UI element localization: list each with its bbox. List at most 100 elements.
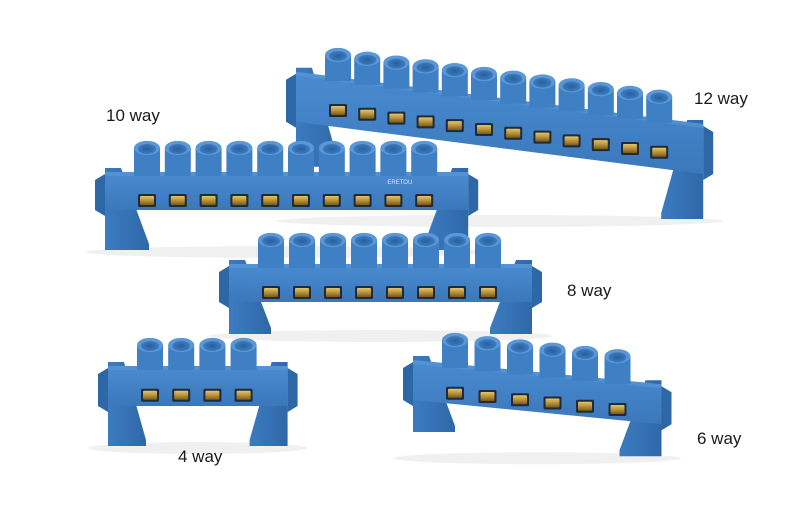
screw-hole: [203, 341, 222, 351]
side-rail: [286, 73, 296, 128]
screw-hole: [355, 236, 373, 246]
brass-terminal: [418, 117, 433, 127]
side-rail: [403, 362, 413, 406]
screw-hole: [415, 144, 434, 154]
brass-terminal: [324, 195, 339, 205]
insulator-body: [413, 360, 662, 425]
label-8-way: 8 way: [567, 281, 612, 300]
screw-hole: [353, 144, 372, 154]
screw-hole: [234, 341, 253, 351]
side-rail: [287, 368, 298, 412]
screw-hole: [293, 236, 311, 246]
brass-terminal: [295, 287, 309, 297]
screw-hole: [387, 58, 406, 69]
screw-hole: [261, 144, 280, 154]
screw-hole: [479, 236, 497, 246]
brass-terminal: [388, 287, 402, 297]
brass-terminal: [263, 195, 278, 205]
body-highlight: [108, 366, 288, 370]
shadow: [393, 452, 682, 465]
screw-hole: [168, 144, 187, 154]
brass-terminal: [170, 195, 185, 205]
screw-hole: [543, 345, 562, 356]
side-rail: [661, 386, 672, 431]
brass-terminal: [610, 405, 625, 415]
brass-terminal: [326, 287, 340, 297]
brass-terminal: [236, 390, 251, 400]
side-rail: [219, 266, 229, 308]
busbar-4-way: [88, 337, 308, 454]
screw-hole: [329, 51, 347, 61]
label-4-way: 4 way: [178, 447, 223, 466]
brass-terminal: [417, 195, 432, 205]
screw-hole: [533, 77, 552, 88]
brand-mark: ERETOU: [387, 180, 412, 186]
busbar-10-way: ERETOU: [85, 140, 489, 258]
brass-terminal: [360, 109, 375, 119]
label-10-way: 10 way: [106, 106, 160, 125]
brass-terminal: [143, 390, 157, 400]
brass-terminal: [447, 121, 462, 131]
brass-terminal: [140, 195, 154, 205]
screw-hole: [511, 342, 529, 353]
side-rail: [95, 174, 105, 216]
side-rail: [98, 368, 108, 412]
brass-terminal: [545, 398, 560, 408]
screw-hole: [504, 73, 523, 84]
screw-hole: [475, 70, 493, 80]
screw-hole: [445, 66, 464, 77]
insulator-body: [108, 366, 288, 406]
brass-terminal: [419, 287, 433, 297]
brass-terminal: [564, 136, 579, 146]
screw-hole: [384, 144, 403, 154]
brass-terminal: [513, 395, 527, 405]
brass-terminal: [480, 392, 495, 402]
screw-hole: [417, 236, 435, 246]
screw-hole: [562, 81, 581, 92]
brass-terminal: [652, 147, 667, 157]
screw-hole: [416, 62, 435, 73]
brass-terminal: [389, 113, 404, 123]
screw-hole: [446, 336, 464, 346]
label-12-way: 12 way: [694, 89, 748, 108]
brass-terminal: [623, 143, 637, 153]
brass-terminal: [174, 390, 189, 400]
brass-terminal: [578, 401, 592, 411]
screw-hole: [322, 144, 341, 154]
screw-hole: [650, 92, 669, 103]
brass-terminal: [201, 195, 216, 205]
brass-terminal: [331, 106, 345, 115]
screw-hole: [576, 349, 594, 359]
screw-hole: [448, 236, 466, 246]
screw-hole: [621, 89, 639, 99]
insulator-body: [105, 172, 469, 210]
screw-hole: [230, 144, 249, 154]
brass-terminal: [535, 132, 550, 142]
screw-hole: [262, 236, 280, 246]
brass-terminal: [593, 140, 608, 150]
brass-terminal: [506, 128, 521, 138]
side-rail: [468, 174, 479, 216]
shadow: [276, 214, 724, 227]
brass-terminal: [481, 287, 495, 297]
side-rail: [703, 125, 714, 180]
screw-hole: [591, 85, 610, 96]
screw-hole: [386, 236, 404, 246]
screw-hole: [141, 341, 159, 351]
screw-hole: [324, 236, 342, 246]
screw-hole: [199, 144, 218, 154]
screw-hole: [478, 339, 497, 350]
brass-terminal: [264, 287, 278, 297]
brass-terminal: [205, 390, 220, 400]
brass-terminal: [450, 287, 464, 297]
screw-hole: [358, 54, 377, 65]
brass-terminal: [477, 124, 491, 134]
brass-terminal: [232, 195, 247, 205]
screw-hole: [292, 144, 310, 154]
brass-terminal: [355, 195, 370, 205]
brass-terminal: [294, 195, 308, 205]
screw-hole: [172, 341, 191, 351]
busbar-12-way: [276, 47, 724, 227]
brass-terminal: [448, 388, 462, 398]
